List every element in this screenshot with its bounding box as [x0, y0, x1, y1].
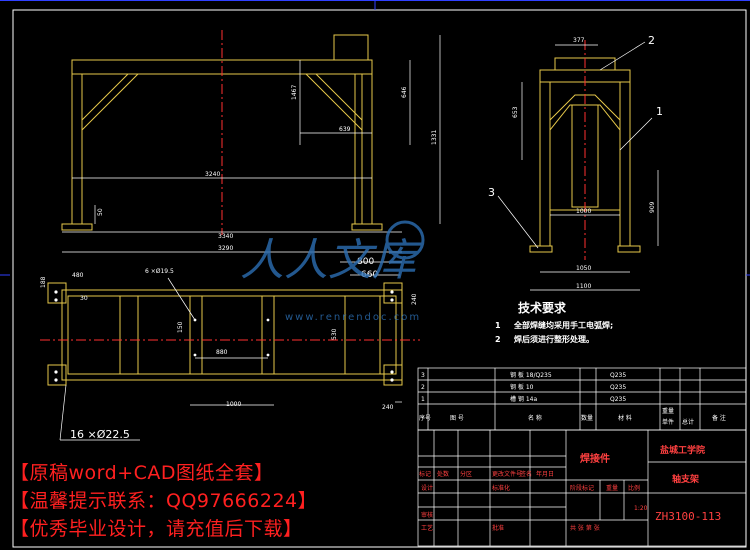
dim-240-bottom: 240: [382, 404, 394, 411]
tb-label-design: 设计: [421, 484, 433, 492]
tb-school: 盐城工学院: [660, 444, 705, 456]
hole-note-large: 16 ×Ø22.5: [70, 428, 130, 441]
title-block: [417, 429, 747, 547]
tb-part-name: 焊接件: [580, 452, 610, 465]
tb-label-count: 处数: [437, 470, 449, 478]
tb-label-mark: 标记: [419, 470, 431, 478]
dim-3290: 3290: [218, 245, 233, 252]
technical-requirements: 技术要求 1 全部焊缝均采用手工电弧焊; 2 焊后须进行整形处理。: [495, 300, 613, 344]
notice-line-2: 【温馨提示联系：QQ97666224】: [10, 490, 318, 512]
dim-3340: 3340: [218, 233, 233, 240]
bom-header-unit-wt: 单件: [662, 418, 674, 426]
hole-note-small: 6 ×Ø19.5: [145, 268, 174, 275]
dim-660: 660: [361, 270, 378, 280]
dim-30: 30: [80, 295, 88, 302]
dim-880: 880: [216, 349, 228, 356]
dim-1100: 1100: [576, 283, 591, 290]
dim-653: 653: [512, 106, 519, 118]
tb-label-standard: 标准化: [492, 484, 510, 492]
dim-639: 639: [339, 126, 351, 133]
dim-480: 480: [72, 272, 84, 279]
tb-drawing-name: 轴支架: [672, 473, 699, 485]
notice-line-1: 【原稿word+CAD图纸全套】: [10, 462, 274, 484]
side-dimensions: [497, 41, 659, 291]
tech-item-1-text: 全部焊缝均采用手工电弧焊;: [513, 320, 613, 330]
plan-view: [47, 282, 403, 386]
tb-label-stage: 阶段标记: [570, 484, 594, 492]
dim-240-side: 240: [411, 293, 418, 305]
dim-377: 377: [573, 37, 585, 44]
dim-530: 530: [331, 328, 338, 340]
dim-909: 909: [649, 201, 656, 213]
bom-row-2-name: 钢 板 10: [510, 383, 534, 391]
bom-row-1-mat: Q235: [610, 396, 626, 403]
dim-50: 50: [97, 208, 104, 216]
tb-label-weight: 重量: [606, 484, 618, 492]
tb-label-review: 审核: [421, 511, 433, 519]
tb-label-sheets: 共 张 第 张: [570, 524, 600, 532]
watermark-logo-icon: [385, 220, 425, 260]
dim-1331: 1331: [431, 130, 438, 145]
watermark-url: www.renrendoc.com: [285, 312, 421, 323]
tb-label-change-doc: 更改文件号: [492, 470, 522, 478]
bom-row-1-no: 1: [421, 396, 425, 403]
tb-label-sign: 签名: [520, 470, 532, 478]
dim-1467: 1467: [291, 85, 298, 100]
bom-row-1-name: 槽 钢 14a: [510, 395, 537, 403]
dim-1000: 1000: [226, 401, 241, 408]
tech-item-2-num: 2: [495, 335, 501, 344]
tb-drawing-no: ZH3100-113: [655, 510, 721, 523]
tech-item-1-num: 1: [495, 321, 501, 330]
tb-label-date: 年月日: [536, 470, 554, 478]
bom-header-weight: 重量: [662, 407, 674, 415]
dim-1000-side: 1000: [576, 208, 591, 215]
watermark-brand: 人人文库: [240, 235, 423, 286]
bom-row-3-name: 钢 板 18/Q235: [510, 371, 552, 379]
dim-646: 646: [401, 86, 408, 98]
dim-1050: 1050: [576, 265, 591, 272]
bom-row-2-mat: Q235: [610, 384, 626, 391]
bom-header-mat: 材 料: [618, 414, 632, 422]
bom-header-qty: 数量: [581, 414, 593, 422]
tb-label-approve: 批准: [492, 524, 504, 532]
tb-label-process: 工艺: [421, 524, 433, 532]
balloon-2: 2: [648, 34, 655, 47]
dim-3240: 3240: [205, 171, 220, 178]
tb-label-ratio: 比例: [628, 484, 640, 492]
plan-holes: [54, 290, 394, 382]
bom-row-3-no: 3: [421, 372, 425, 379]
balloon-3: 3: [488, 186, 495, 199]
tech-title: 技术要求: [518, 300, 567, 315]
tb-scale: 1:20: [634, 505, 648, 512]
tb-label-zone: 分区: [460, 470, 472, 478]
bom-row-3-mat: Q235: [610, 372, 626, 379]
bom-row-2-no: 2: [421, 384, 425, 391]
watermark: 人人文库 www.renrendoc.com: [240, 220, 425, 323]
balloon-1: 1: [656, 105, 663, 118]
dim-800: 800: [357, 257, 374, 267]
plan-dimensions: [59, 231, 402, 441]
bom-header-no: 序号: [419, 414, 431, 422]
notice-line-3: 【优秀毕业设计，请充值后下载】: [10, 518, 303, 540]
bom-header-remark: 备 注: [712, 414, 726, 422]
front-view: [61, 34, 383, 231]
dim-188: 188: [40, 276, 47, 288]
bom-header-name: 名 称: [528, 414, 542, 422]
bom-header-total-wt: 总计: [682, 418, 694, 426]
front-dimensions: [72, 35, 441, 224]
dim-150: 150: [177, 321, 184, 333]
bom-header-code: 图 号: [450, 415, 464, 422]
tech-item-2-text: 焊后须进行整形处理。: [514, 334, 594, 344]
